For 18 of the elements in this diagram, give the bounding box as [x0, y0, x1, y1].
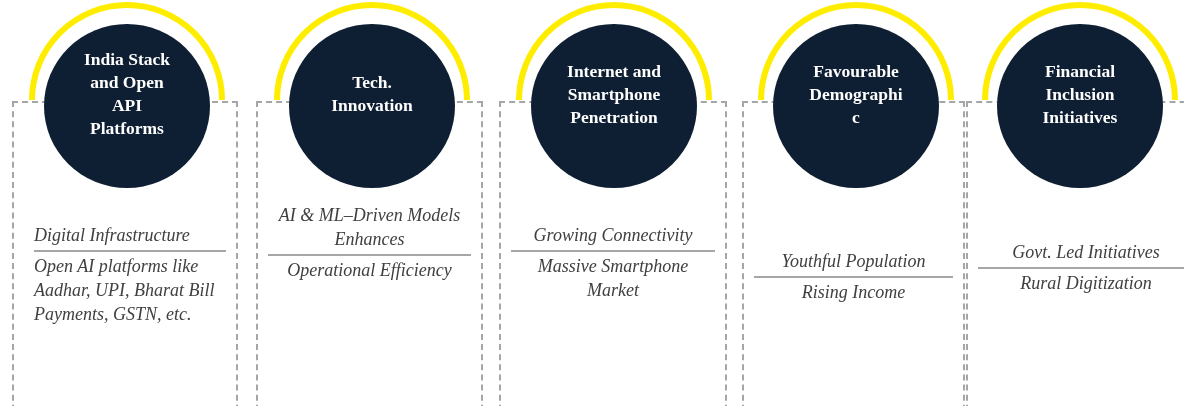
panel-text: Rising Income: [801, 281, 906, 304]
panel-text: Digital Infrastructure: [34, 224, 190, 247]
panel-text: Operational Efficiency: [287, 259, 452, 282]
dashed-panel: [12, 101, 238, 406]
dashed-panel: [966, 101, 1184, 406]
panel-text: Open AI platforms like Aadhar, UPI, Bharat Bill Payments, GSTN, etc.: [34, 255, 216, 326]
circle-heading: Favourable Demographic: [808, 59, 904, 129]
circle-heading: Internet and Smartphone Penetration: [566, 59, 662, 129]
panel-text: Youthful Population: [781, 250, 926, 273]
panel-text: Massive Smartphone Market: [536, 255, 690, 302]
dashed-panel: [256, 101, 483, 406]
circle-heading: Tech. Innovation: [330, 71, 414, 117]
circle-heading: India Stack and Open API Platforms: [82, 48, 172, 140]
panel-text: AI & ML–Driven Models Enhances: [277, 204, 462, 251]
panel-text: Rural Digitization: [1020, 272, 1152, 295]
panel-text: Growing Connectivity: [533, 224, 693, 247]
panel-text: Govt. Led Initiatives: [1012, 241, 1160, 264]
circle-heading: Financial Inclusion Initiatives: [1041, 59, 1119, 129]
